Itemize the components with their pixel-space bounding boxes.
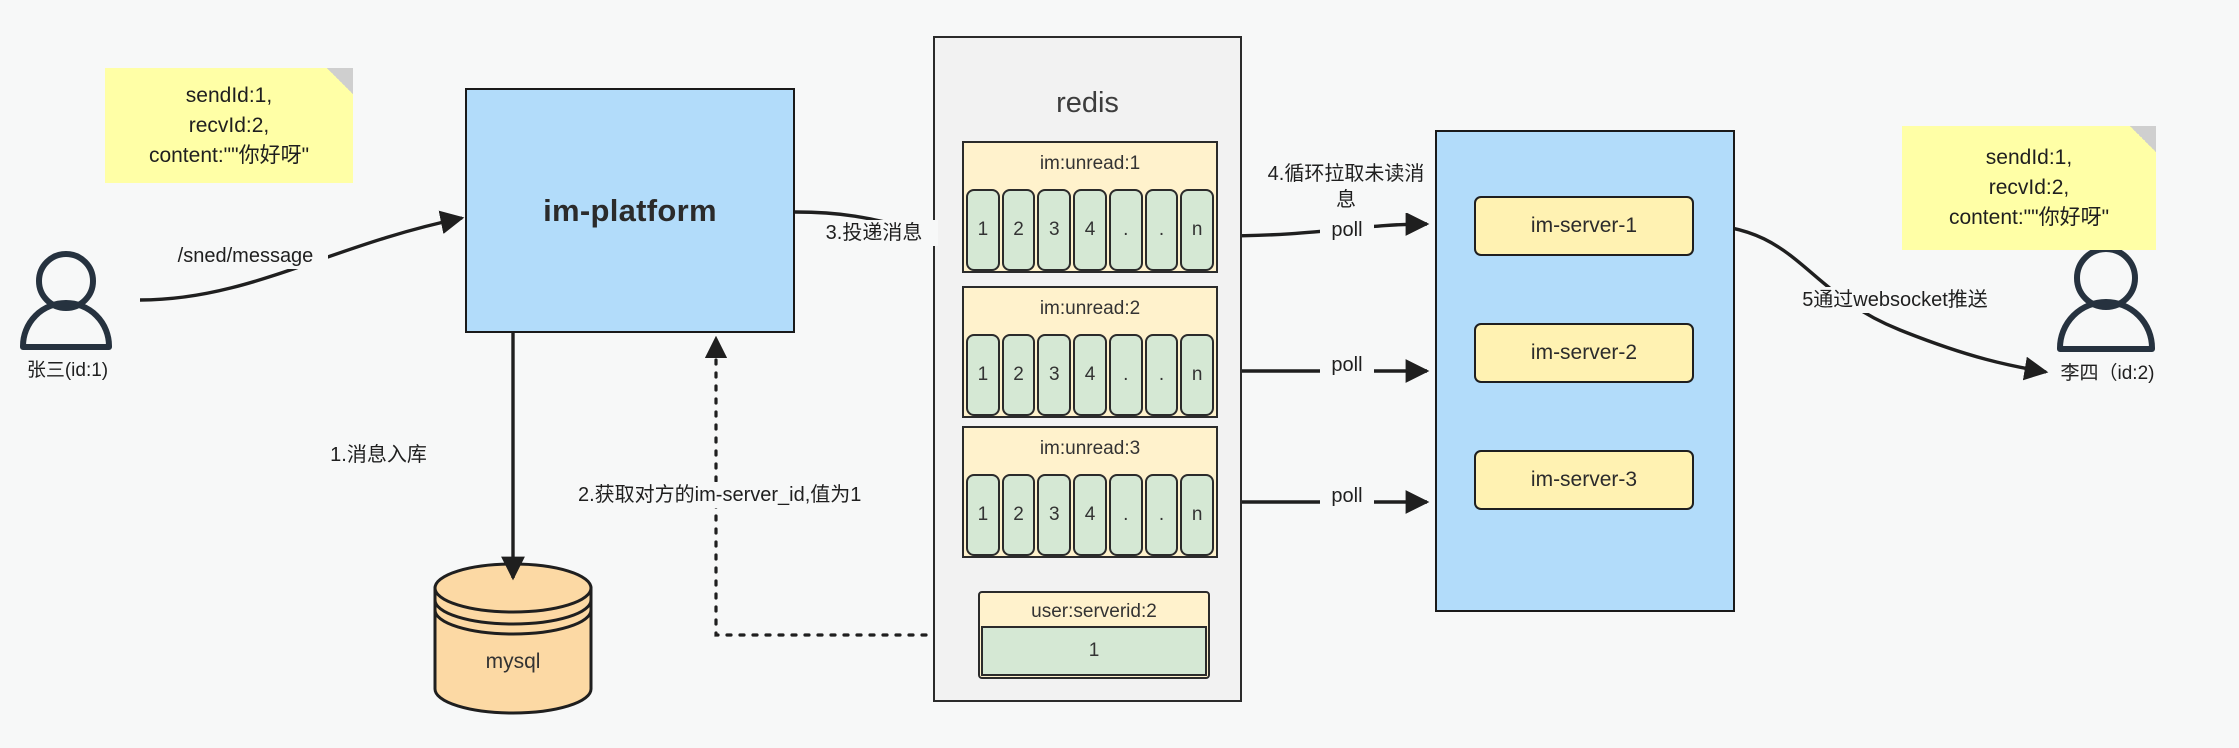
redis-cell: . <box>1108 189 1143 271</box>
mysql-cylinder-icon <box>433 562 593 715</box>
redis-key-label-2: im:unread:3 <box>1039 438 1141 459</box>
note-right: sendId:1, recvId:2, content:""你好呀" <box>1902 126 2156 250</box>
redis-cell: n <box>1180 334 1215 416</box>
redis-key-label-0: im:unread:1 <box>1039 153 1141 174</box>
redis-cell: n <box>1180 474 1215 556</box>
redis-key-group-2[interactable]: im:unread:3 1 2 3 4 . . n <box>962 426 1218 558</box>
im-platform-label: im-platform <box>543 192 717 228</box>
redis-kv-key: user:serverid:2 <box>1031 601 1157 622</box>
redis-cell: 2 <box>1001 474 1036 556</box>
node-im-server-2[interactable]: im-server-2 <box>1474 323 1694 383</box>
edge-label-step4: 4.循环拉取未读消 息 <box>1258 161 1434 213</box>
node-im-server-3[interactable]: im-server-3 <box>1474 450 1694 510</box>
edge-label-step2: 2.获取对方的im-server_id,值为1 <box>578 482 878 508</box>
edge-label-step1: 1.消息入库 <box>316 442 441 468</box>
actor-sender-icon <box>20 251 112 350</box>
im-server-2-label: im-server-2 <box>1530 341 1638 364</box>
actor-receiver-icon <box>2057 246 2155 352</box>
redis-cell: 4 <box>1073 474 1107 556</box>
redis-cell: 1 <box>966 474 1000 556</box>
redis-cell: 2 <box>1001 334 1036 416</box>
redis-cell: 2 <box>1001 189 1036 271</box>
redis-cell: . <box>1108 474 1143 556</box>
redis-cell: . <box>1144 474 1179 556</box>
note-right-text: sendId:1, recvId:2, content:""你好呀" <box>1948 146 2110 229</box>
redis-cell: 1 <box>966 189 1000 271</box>
edge-sender-to-platform <box>139 210 465 302</box>
redis-cell: . <box>1144 334 1179 416</box>
redis-key-group-1[interactable]: im:unread:2 1 2 3 4 . . n <box>962 286 1218 418</box>
note-left: sendId:1, recvId:2, content:""你好呀" <box>105 68 353 183</box>
redis-cell: . <box>1108 334 1143 416</box>
edge-label-step5: 5通过websocket推送 <box>1784 287 2006 313</box>
redis-cell: 3 <box>1037 334 1072 416</box>
node-im-server-1[interactable]: im-server-1 <box>1474 196 1694 256</box>
redis-title: redis <box>1056 86 1119 119</box>
redis-kv-user-serverid[interactable]: user:serverid:2 1 <box>978 591 1210 679</box>
redis-cell: 1 <box>966 334 1000 416</box>
redis-cell: 3 <box>1037 474 1072 556</box>
redis-cell: 4 <box>1073 334 1107 416</box>
mysql-label: mysql <box>485 650 541 673</box>
edge-label-step3: 3.投递消息 <box>810 220 938 246</box>
edge-label-send-message: /sned/message <box>163 243 328 269</box>
edge-label-poll-2: poll <box>1320 352 1374 378</box>
redis-key-group-0[interactable]: im:unread:1 1 2 3 4 . . n <box>962 141 1218 273</box>
node-im-platform[interactable]: im-platform <box>465 88 795 333</box>
edge-redis-to-platform-dotted <box>704 335 980 637</box>
actor-receiver-label: 李四（id:2) <box>2060 363 2155 384</box>
im-server-1-label: im-server-1 <box>1530 214 1638 237</box>
note-fold-icon <box>2130 126 2156 152</box>
edge-label-poll-1: poll <box>1320 217 1374 243</box>
im-server-3-label: im-server-3 <box>1530 468 1638 491</box>
note-fold-icon <box>327 68 353 94</box>
note-left-text: sendId:1, recvId:2, content:""你好呀" <box>148 83 310 167</box>
actor-sender-label: 张三(id:1) <box>26 360 109 381</box>
redis-cell: 3 <box>1037 189 1072 271</box>
redis-kv-value: 1 <box>981 626 1207 676</box>
redis-key-label-1: im:unread:2 <box>1039 298 1141 319</box>
edge-label-poll-3: poll <box>1320 483 1374 509</box>
redis-cell: 4 <box>1073 189 1107 271</box>
edge-server1-to-receiver <box>1689 222 2049 381</box>
redis-cell: . <box>1144 189 1179 271</box>
redis-cell: n <box>1180 189 1215 271</box>
